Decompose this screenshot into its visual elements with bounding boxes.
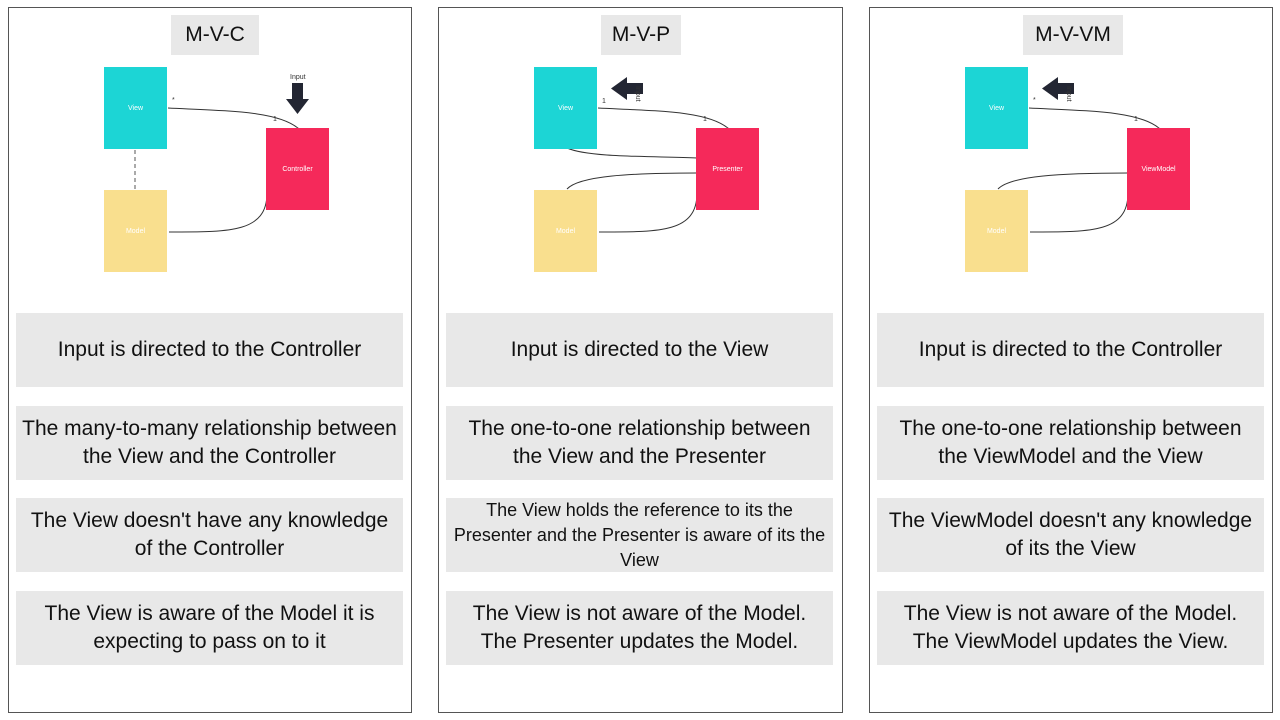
viewmodel-model-connector-bottom bbox=[1029, 192, 1129, 233]
card-model-awareness: The View is aware of the Model it is exp… bbox=[16, 591, 403, 665]
view-multiplicity: * bbox=[172, 97, 175, 104]
view-viewmodel-connector bbox=[1028, 107, 1161, 130]
input-label: Input bbox=[1065, 86, 1072, 102]
panel-mvp: M-V-P View Presenter Model Input 1 1 Inp… bbox=[438, 7, 843, 713]
controller-multiplicity: 1 bbox=[273, 116, 277, 123]
card-model-awareness: The View is not aware of the Model. The … bbox=[877, 591, 1264, 665]
card-input: Input is directed to the View bbox=[446, 313, 833, 387]
input-arrow-icon bbox=[611, 77, 643, 100]
model-box: Model bbox=[965, 190, 1028, 272]
mvvm-diagram bbox=[997, 77, 1161, 233]
card-knowledge: The ViewModel doesn't any knowledge of i… bbox=[877, 498, 1264, 572]
presenter-box: Presenter bbox=[696, 128, 759, 210]
card-knowledge: The View doesn't have any knowledge of t… bbox=[16, 498, 403, 572]
presenter-label: Presenter bbox=[712, 165, 743, 173]
input-label: Input bbox=[290, 74, 306, 81]
input-arrow-icon bbox=[286, 83, 309, 114]
viewmodel-label: ViewModel bbox=[1141, 165, 1176, 173]
model-label: Model bbox=[986, 227, 1007, 235]
model-box: Model bbox=[104, 190, 167, 272]
card-input: Input is directed to the Controller bbox=[16, 313, 403, 387]
controller-model-connector bbox=[168, 192, 268, 233]
viewmodel-multiplicity: 1 bbox=[1134, 116, 1138, 123]
presenter-multiplicity: 1 bbox=[703, 116, 707, 123]
view-controller-connector bbox=[167, 107, 300, 130]
view-multiplicity: 1 bbox=[602, 98, 606, 105]
input-label: Input bbox=[634, 86, 641, 102]
viewmodel-box: ViewModel bbox=[1127, 128, 1190, 210]
presenter-model-connector-bottom bbox=[598, 192, 698, 233]
mvc-diagram bbox=[134, 83, 309, 233]
viewmodel-model-connector-top bbox=[997, 172, 1129, 190]
view-label: View bbox=[127, 104, 144, 112]
panel-mvc: M-V-C View Controller Model Input * 1 In… bbox=[8, 7, 412, 713]
presenter-model-connector-top bbox=[566, 172, 698, 190]
card-input: Input is directed to the Controller bbox=[877, 313, 1264, 387]
view-box: View bbox=[534, 67, 597, 149]
view-label: View bbox=[988, 104, 1005, 112]
panel-title: M-V-P bbox=[601, 15, 681, 55]
card-relationship: The one-to-one relationship between the … bbox=[446, 406, 833, 480]
panel-mvvm: M-V-VM View ViewModel Model Input * 1 In… bbox=[869, 7, 1273, 713]
mvp-diagram bbox=[566, 77, 730, 233]
view-box: View bbox=[104, 67, 167, 149]
view-presenter-return-connector bbox=[566, 147, 698, 159]
panel-title: M-V-VM bbox=[1023, 15, 1123, 55]
view-box: View bbox=[965, 67, 1028, 149]
card-relationship: The many-to-many relationship between th… bbox=[16, 406, 403, 480]
model-box: Model bbox=[534, 190, 597, 272]
controller-box: Controller bbox=[266, 128, 329, 210]
card-relationship: The one-to-one relationship between the … bbox=[877, 406, 1264, 480]
view-presenter-connector bbox=[597, 107, 730, 130]
model-label: Model bbox=[555, 227, 576, 235]
view-multiplicity: * bbox=[1033, 97, 1036, 104]
input-arrow-icon bbox=[1042, 77, 1074, 100]
card-knowledge: The View holds the reference to its the … bbox=[446, 498, 833, 572]
view-label: View bbox=[557, 104, 574, 112]
controller-label: Controller bbox=[282, 165, 313, 173]
panel-title: M-V-C bbox=[171, 15, 259, 55]
card-model-awareness: The View is not aware of the Model. The … bbox=[446, 591, 833, 665]
model-label: Model bbox=[125, 227, 146, 235]
